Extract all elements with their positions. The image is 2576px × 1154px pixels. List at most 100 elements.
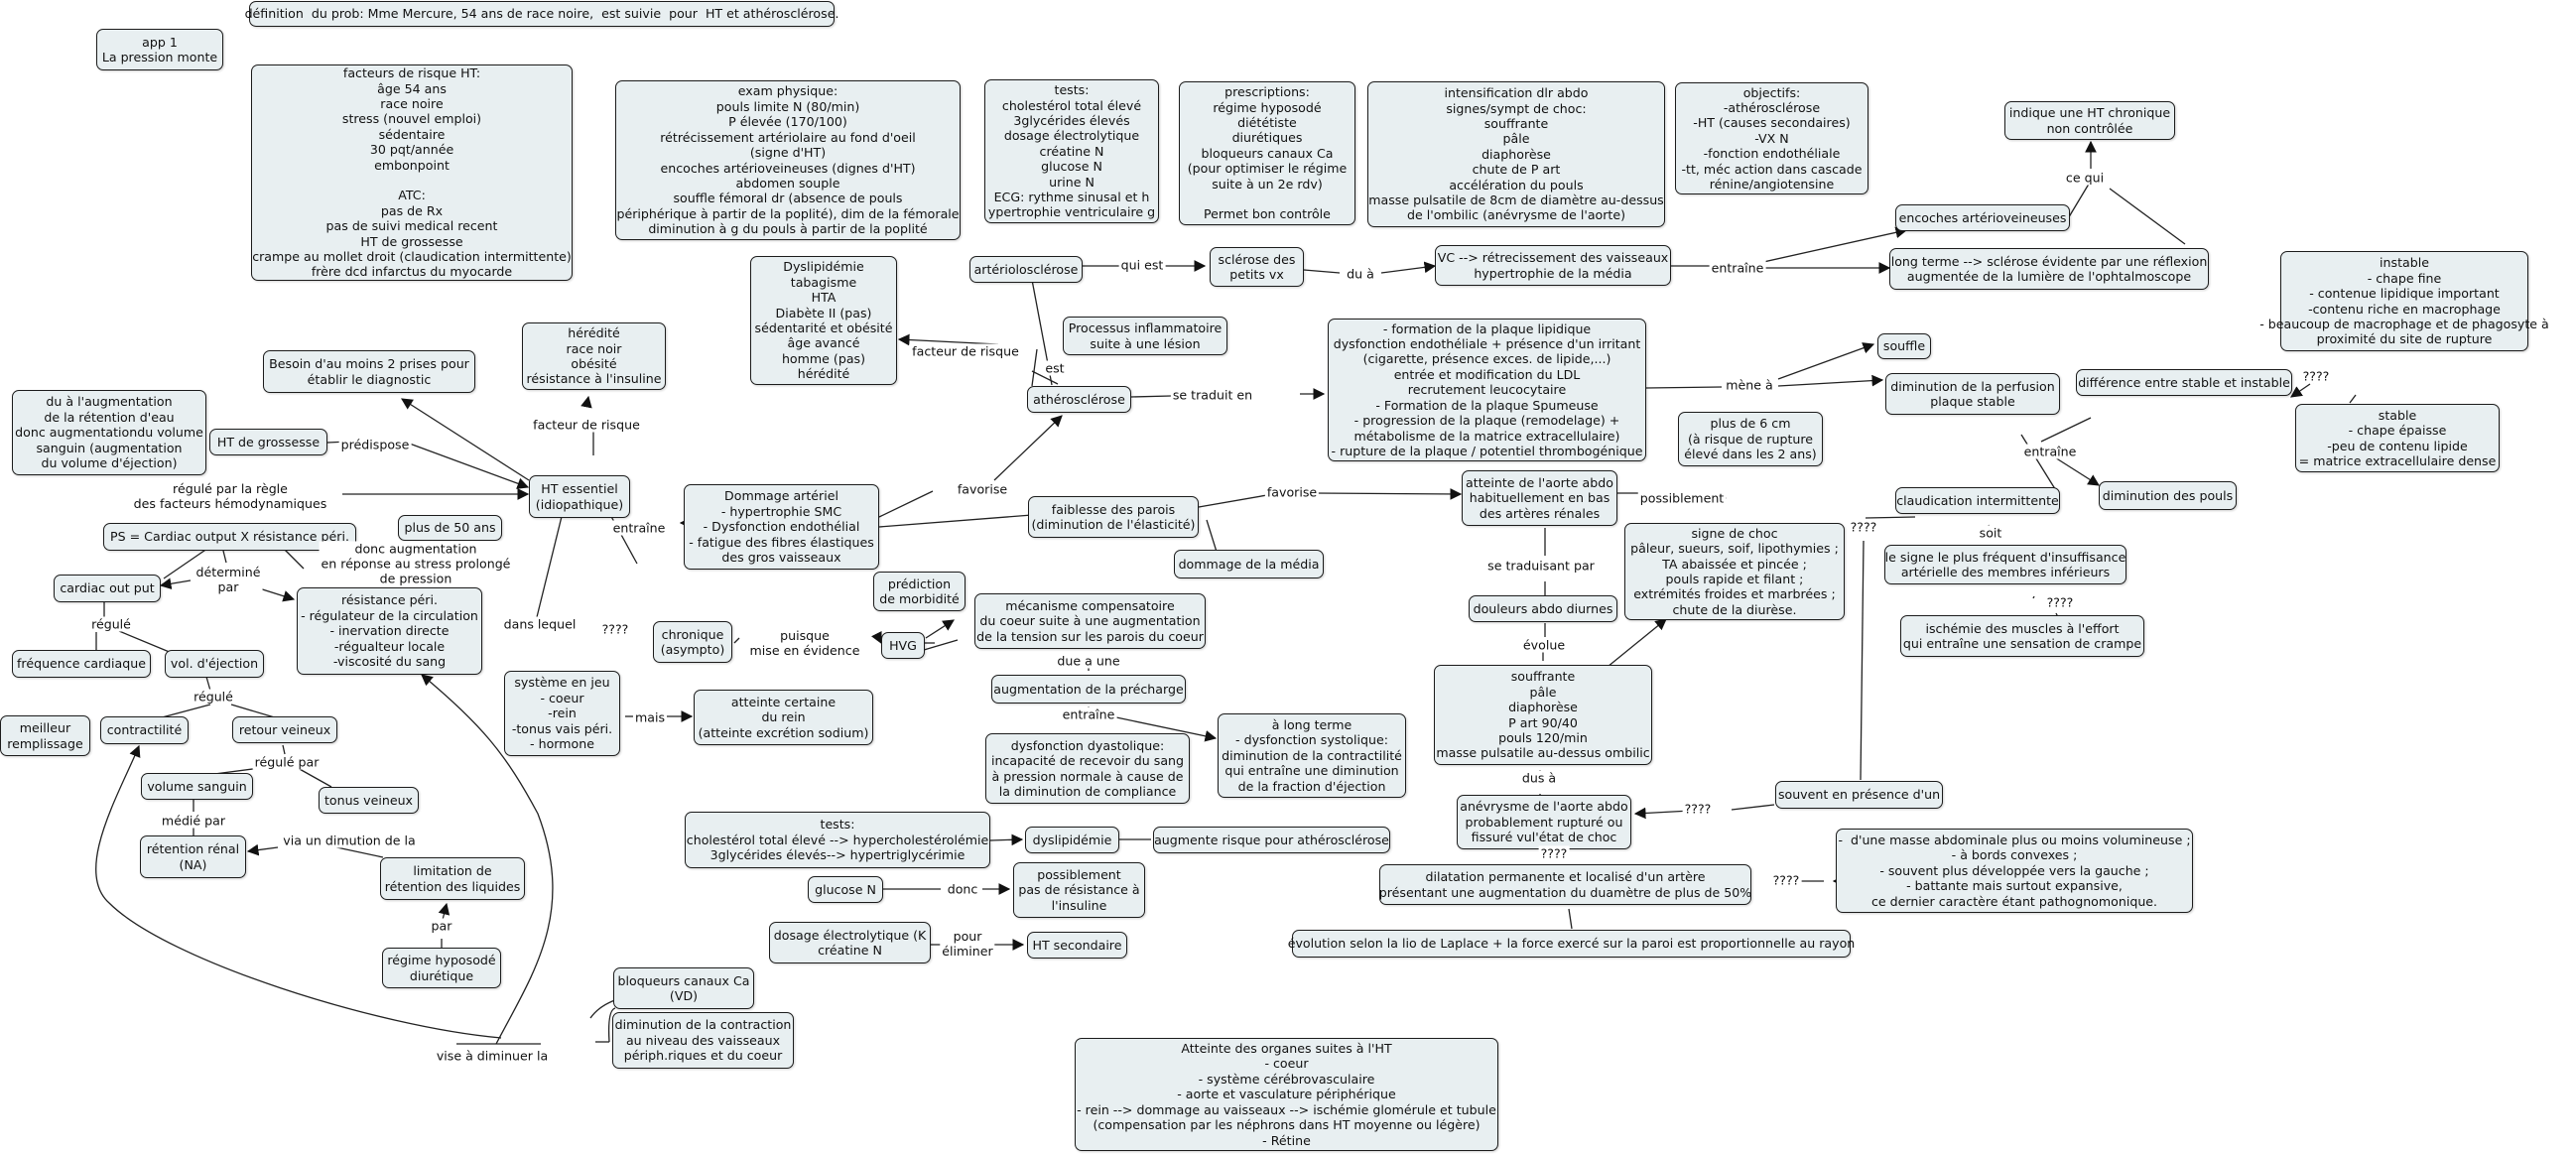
better-filling-box: meilleur remplissage	[0, 715, 90, 756]
link-label-est: est	[1043, 360, 1067, 376]
link-label-chronique-question: ????	[599, 621, 631, 637]
prescriptions-box: prescriptions: régime hyposodé diététist…	[1179, 81, 1355, 225]
chronic-asymptomatic-box: chronique (asympto)	[653, 621, 732, 663]
inflammatory-process-box: Processus inflammatoire suite à une lési…	[1063, 317, 1227, 355]
pregnancy-ht-box: HT de grossesse	[209, 429, 327, 455]
link-label-se-traduisant-par: se traduisant par	[1485, 558, 1597, 574]
stable-vs-unstable-box: différence entre stable et instable	[2076, 369, 2292, 396]
app-title-box: app 1 La pression monte	[96, 29, 223, 70]
link-label-entraine-precharge: entraîne	[1060, 706, 1117, 722]
abdominal-pain-box: douleurs abdo diurnes	[1469, 595, 1617, 622]
link-label-medie-par: médié par	[159, 813, 228, 829]
link-label-donc: donc	[945, 881, 980, 897]
laplace-law-box: évolution selon la lio de Laplace + la f…	[1288, 930, 1855, 958]
reduced-perfusion-box: diminution de la perfusion plaque stable	[1885, 373, 2060, 415]
link-label-mene-a: mène à	[1724, 377, 1775, 393]
link-label-favorise-aorte: favorise	[1264, 484, 1320, 500]
link-label-predispose: prédispose	[338, 437, 412, 452]
atherosclerosis-box: athérosclérose	[1027, 386, 1131, 413]
heart-rate-box: fréquence cardiaque	[12, 650, 151, 678]
small-vessel-sclerosis-box: sclérose des petits vx	[1210, 247, 1304, 287]
link-label-regule-regle: régulé par la règle des facteurs hémodyn…	[131, 481, 329, 511]
cardiac-output-box: cardiac out put	[54, 575, 161, 602]
chronic-ht-indicator-box: indique une HT chronique non contrôlée	[2004, 101, 2175, 140]
shock-signs-box: signe de choc pâleur, sueurs, soif, lipo…	[1624, 523, 1845, 620]
diagnosis-requirement-box: Besoin d'au moins 2 prises pour établir …	[263, 350, 475, 393]
link-label-par: par	[429, 918, 454, 934]
essential-ht-box: HT essentiel (idiopathique)	[529, 475, 630, 518]
increased-risk-box: augmente risque pour athérosclérose	[1153, 827, 1390, 853]
electrolyte-dosage-box: dosage électrolytique (K créatine N	[769, 922, 931, 963]
tests-bottom-box: tests: cholestérol total élevé --> hyper…	[685, 812, 990, 868]
abdominal-mass-box: - d'une masse abdominale plus ou moins v…	[1836, 829, 2193, 913]
over-50-box: plus de 50 ans	[398, 515, 502, 541]
calcium-channel-blockers-box: bloqueurs canaux Ca (VD)	[613, 967, 754, 1009]
link-label-stable-question: ????	[2300, 368, 2332, 384]
compensatory-mechanism-box: mécanisme compensatoire du coeur suite à…	[974, 593, 1206, 649]
link-label-souvent-question: ????	[1682, 801, 1714, 817]
link-label-dilatation-question: ????	[1770, 872, 1802, 888]
wall-weakness-box: faiblesse des parois (diminution de l'él…	[1028, 496, 1199, 538]
link-label-facteur-de-risque-heredite: facteur de risque	[531, 417, 642, 433]
heredity-risk-box: hérédité race noir obésité résistance à …	[522, 322, 666, 390]
link-label-entraine-vc: entraîne	[1709, 260, 1766, 276]
link-label-evolue: évolue	[1520, 637, 1568, 653]
often-present-box: souvent en présence d'un	[1775, 781, 1943, 809]
involved-systems-box: système en jeu - coeur -rein -tonus vais…	[504, 671, 620, 756]
link-label-dans-lequel: dans lequel	[501, 616, 579, 632]
reduced-contraction-box: diminution de la contraction au niveau d…	[612, 1012, 794, 1069]
link-label-puisque: puisque mise en évidence	[747, 628, 862, 658]
link-label-se-traduit-en: se traduit en	[1170, 387, 1255, 403]
link-label-soit: soit	[1977, 525, 2004, 541]
kidney-damage-box: atteinte certaine du rein (atteinte excr…	[694, 690, 873, 745]
arteriolosclerosis-box: artériolosclérose	[969, 256, 1083, 283]
dilatation-definition-box: dilatation permanente et localisé d'un a…	[1379, 864, 1751, 905]
link-label-regule-par: régulé par	[252, 754, 322, 770]
bruit-box: souffle	[1877, 333, 1931, 359]
water-retention-box: du à l'augmentation de la rétention d'ea…	[12, 390, 206, 475]
link-label-pour-eliminer: pour éliminer	[940, 929, 995, 959]
av-nicking-box: encoches artérioveineuses	[1895, 204, 2070, 231]
link-label-donc-augmentation: donc augmentation en réponse au stress p…	[319, 541, 513, 586]
plaque-formation-box: - formation de la plaque lipidique dysfo…	[1328, 319, 1646, 461]
intermittent-claudication-box: claudication intermittente	[1895, 487, 2060, 514]
lvh-box: HVG	[881, 632, 925, 659]
low-sodium-diet-box: régime hyposodé diurétique	[382, 948, 501, 988]
shock-presentation-box: souffrante pâle diaphorèse P art 90/40 p…	[1434, 665, 1652, 765]
no-insulin-resistance-box: possiblement pas de résistance à l'insul…	[1013, 862, 1145, 918]
unstable-plaque-box: instable - chape fine - contenue lipidiq…	[2259, 251, 2549, 351]
atherosclerosis-risk-factors-box: Dyslipidémie tabagisme HTA Diabète II (p…	[750, 256, 897, 385]
link-label-dus-a: dus à	[1519, 770, 1559, 786]
physical-exam-box: exam physique: pouls limite N (80/min) P…	[615, 80, 961, 240]
systolic-dysfunction-box: à long terme - dysfonction systolique: d…	[1218, 713, 1406, 798]
stable-plaque-box: stable - chape épaisse -peu de contenu l…	[2295, 404, 2500, 472]
link-label-via-dimution: via un dimution de la	[281, 833, 418, 848]
link-label-due-a-une: due a une	[1055, 653, 1122, 669]
reduced-pulses-box: diminution des pouls	[2099, 481, 2237, 510]
risk-factors-box: facteurs de risque HT: âge 54 ans race n…	[251, 64, 573, 281]
peripheral-resistance-box: résistance péri. - régulateur de la circ…	[297, 587, 482, 675]
dyslipidemia-box: dyslipidémie	[1025, 827, 1119, 853]
secondary-ht-box: HT secondaire	[1027, 932, 1127, 959]
link-label-mais: mais	[632, 709, 668, 725]
link-label-anevrysme-question: ????	[1538, 845, 1570, 861]
stroke-volume-box: vol. d'éjection	[165, 650, 264, 678]
link-label-facteur-de-risque-dys: facteur de risque	[910, 343, 1021, 359]
link-label-du-a: du à	[1345, 266, 1376, 282]
preload-increase-box: augmentation de la précharge	[991, 675, 1186, 704]
target-organ-damage-box: Atteinte des organes suites à l'HT - coe…	[1075, 1038, 1498, 1151]
renal-retention-box: rétention rénal (NA)	[140, 835, 246, 878]
most-frequent-sign-box: le signe le plus fréquent d'insuffisance…	[1884, 545, 2126, 584]
link-label-determine-par: déterminé par	[193, 565, 263, 594]
tests-top-box: tests: cholestérol total élevé 3glycérid…	[984, 79, 1159, 223]
blood-volume-box: volume sanguin	[141, 773, 253, 800]
intensification-box: intensification dlr abdo signes/sympt de…	[1367, 81, 1665, 227]
venous-return-box: retour veineux	[232, 716, 337, 743]
link-label-regule-volume: régulé	[192, 689, 235, 705]
media-damage-box: dommage de la média	[1174, 550, 1324, 578]
link-label-entraine-ht: entraîne	[610, 520, 668, 536]
link-label-vise-a-diminuer: vise à diminuer la	[434, 1048, 551, 1064]
link-label-entraine-perfusion: entraîne	[2021, 444, 2079, 459]
blood-pressure-formula-box: PS = Cardiac output X résistance péri.	[103, 523, 356, 551]
